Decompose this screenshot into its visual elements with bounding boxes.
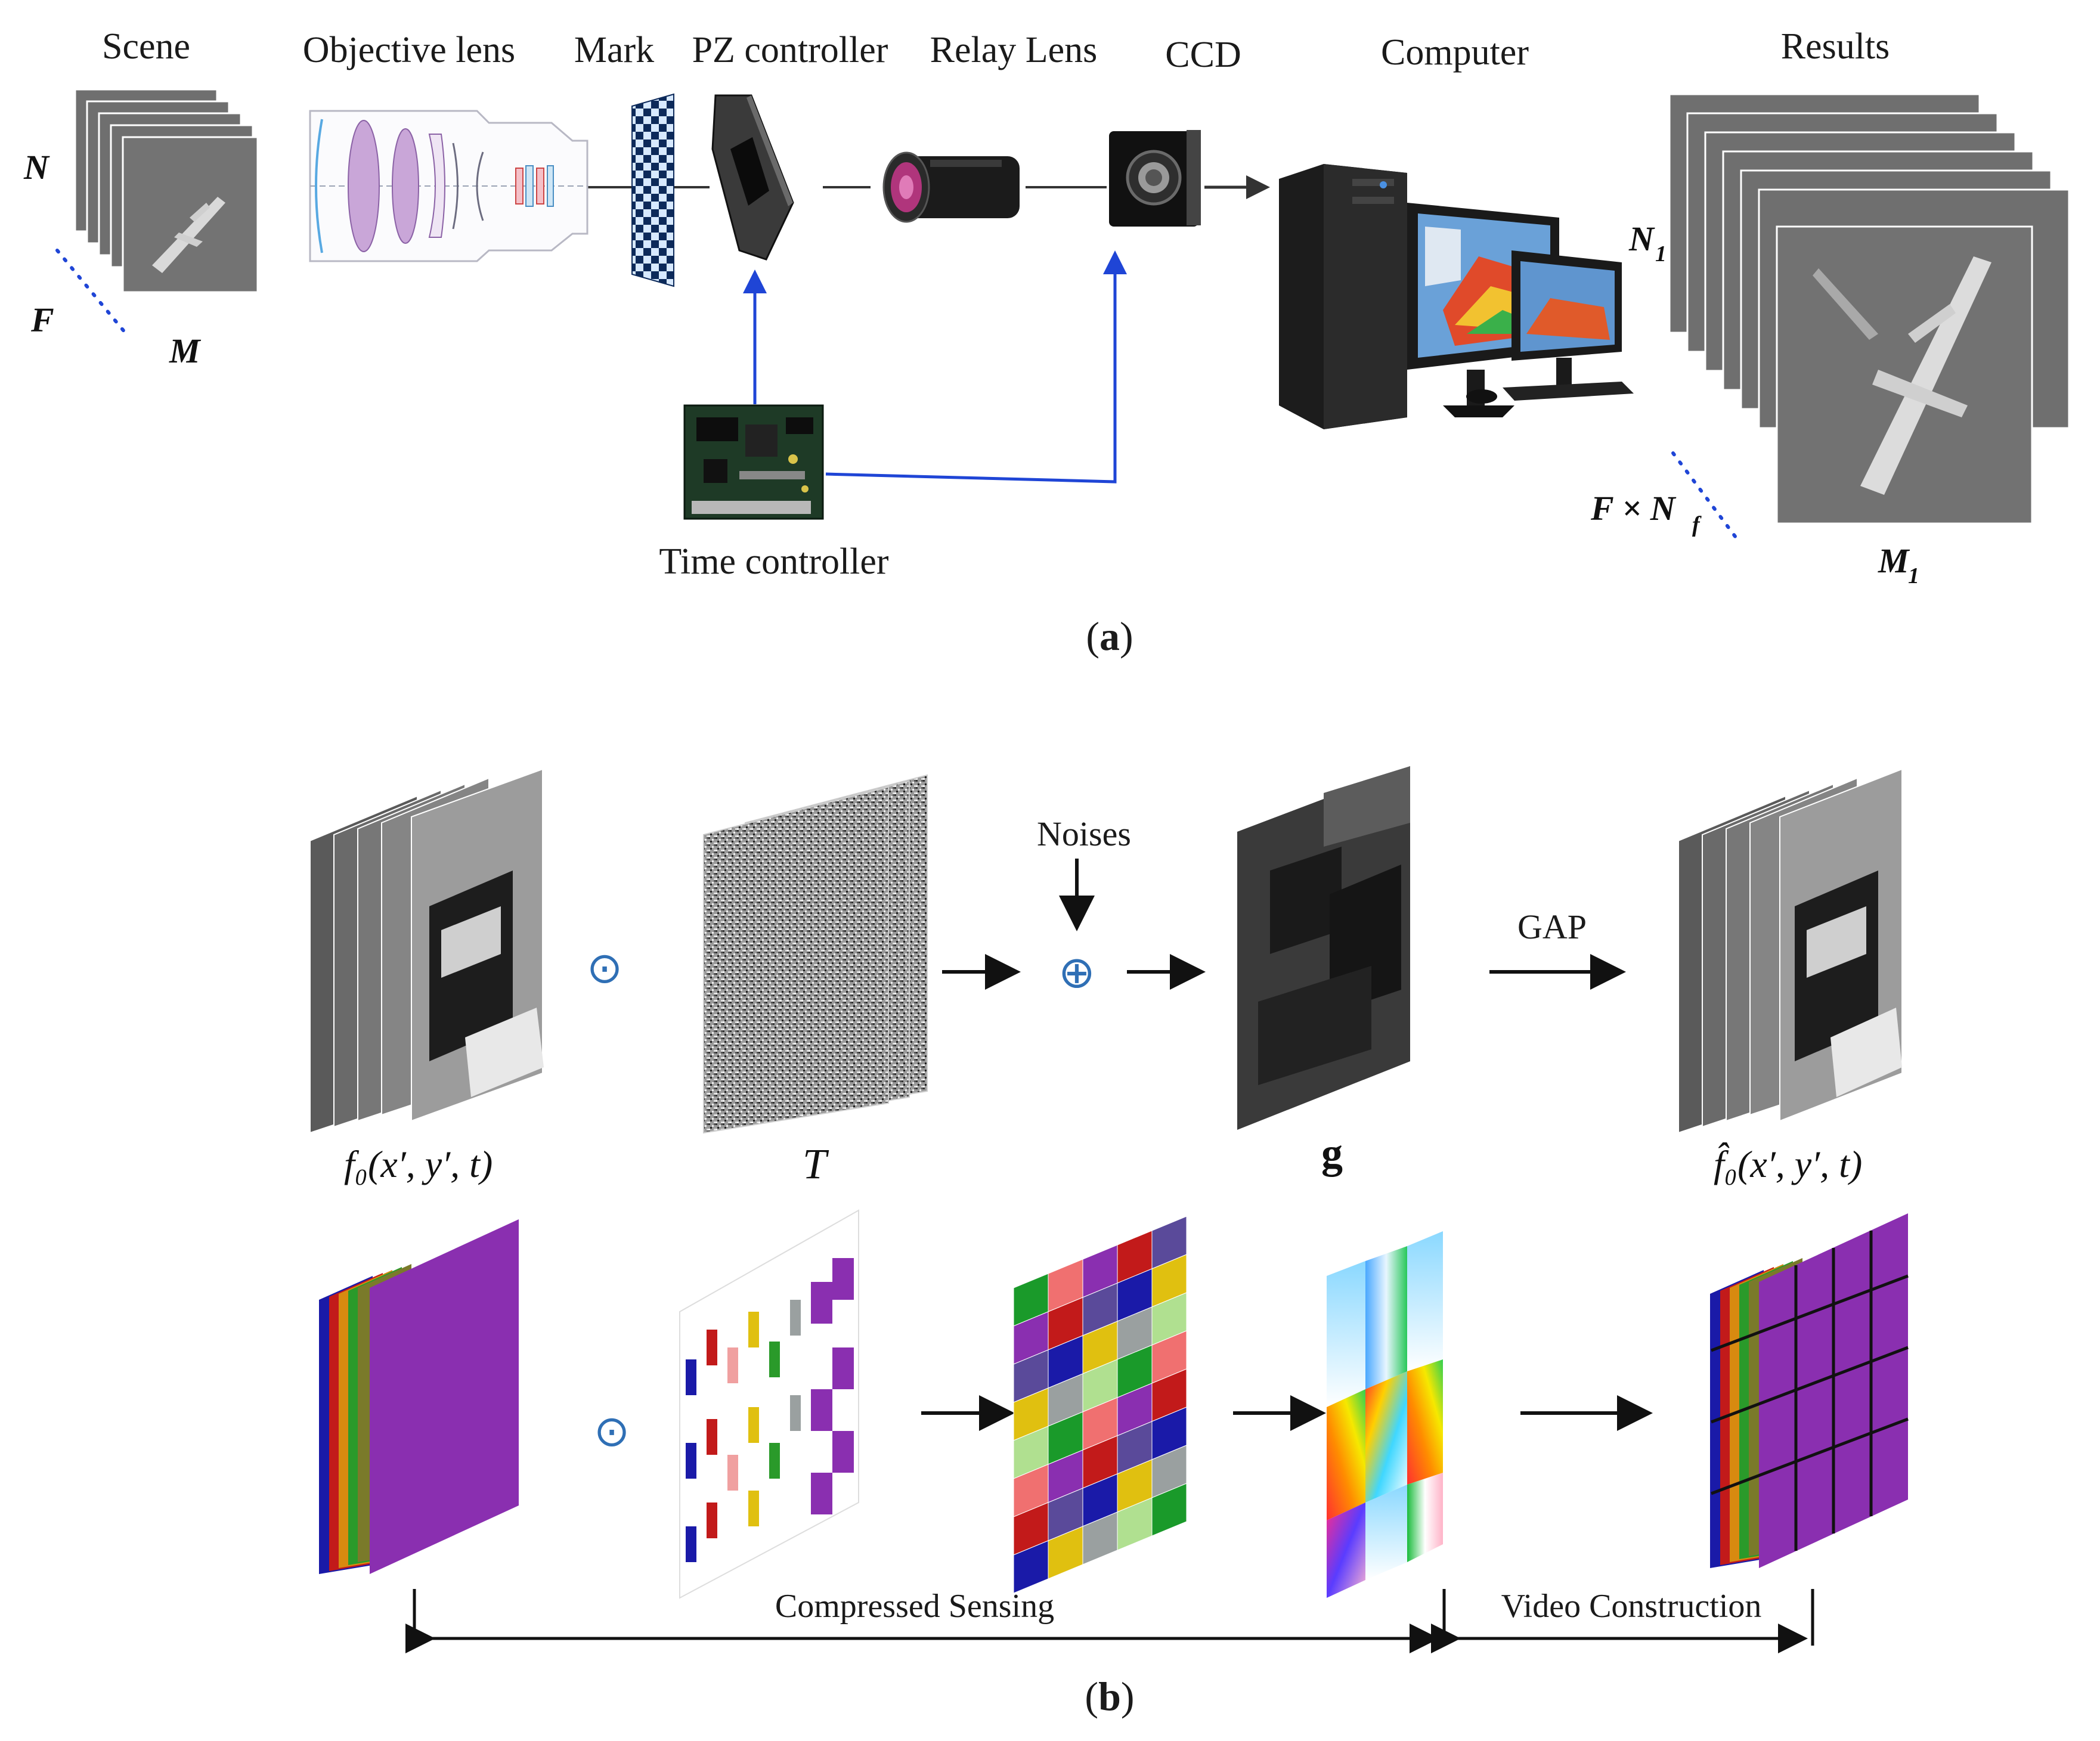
result-dim-f-sub: f (1692, 512, 1702, 537)
measurement-g (1237, 766, 1410, 1130)
coded-color-patches (1013, 1216, 1187, 1594)
gradient-measurement (1327, 1231, 1443, 1598)
control-line-to-ccd (825, 250, 1127, 484)
computer-icon (1279, 164, 1634, 429)
label-noises: Noises (1037, 814, 1131, 853)
ccd-camera-icon (1109, 130, 1201, 227)
label-video-construction: Video Construction (1501, 1588, 1762, 1625)
airplane-icon (152, 197, 225, 273)
results-frame-stack (1668, 93, 2070, 525)
label-pz-controller: PZ controller (692, 30, 888, 70)
scene-dim-n: N (23, 148, 50, 187)
hadamard-operator-1: ⊙ (587, 943, 622, 993)
result-dim-m: M (1878, 541, 1910, 580)
label-gap: GAP (1517, 907, 1587, 946)
label-objective-lens: Objective lens (303, 30, 515, 70)
result-dim-m-sub: 1 (1908, 563, 1919, 588)
result-dim-n: N (1628, 219, 1655, 258)
panel-b-caption: (b) (1085, 1674, 1134, 1719)
plus-operator: ⊕ (1058, 947, 1095, 998)
label-f0: f₀(x′, y′, t) (344, 1143, 493, 1185)
coded-patch (1151, 1483, 1187, 1536)
scene-dim-m: M (169, 332, 202, 370)
colored-frame-stack (319, 1219, 519, 1574)
scene-frame-stack (74, 88, 259, 293)
coded-mask-t (703, 774, 928, 1134)
label-relay-lens: Relay Lens (930, 30, 1098, 70)
objective-lens-icon (309, 110, 589, 262)
label-t: T (803, 1140, 829, 1188)
label-computer: Computer (1381, 32, 1529, 73)
label-compressed-sensing: Compressed Sensing (775, 1588, 1054, 1625)
result-dim-f: F × N (1590, 489, 1677, 528)
hadamard-operator-2: ⊙ (594, 1406, 630, 1456)
result-depth-dots (1671, 451, 1739, 541)
result-dim-n-sub: 1 (1655, 241, 1667, 267)
reconstructed-frames (1678, 768, 1903, 1134)
label-scene: Scene (102, 26, 190, 67)
label-time-controller: Time controller (659, 541, 889, 582)
reconstructed-colored-stack (1710, 1213, 1909, 1568)
scene-depth-dots (55, 249, 127, 334)
label-mark: Mark (574, 30, 654, 70)
scene-dim-f: F (30, 301, 54, 339)
panel-a: Scene Objective lens Mark PZ controller … (23, 26, 2070, 659)
result-airplane-icon (1860, 256, 1991, 495)
video-frames-f0 (309, 768, 544, 1134)
label-ccd: CCD (1165, 35, 1241, 75)
relay-lens-icon (882, 151, 1020, 223)
pz-controller-icon (711, 94, 794, 261)
mark-mask-icon (631, 93, 674, 287)
label-results: Results (1781, 26, 1890, 67)
panel-a-caption: (a) (1086, 614, 1133, 659)
colored-binary-mask (679, 1209, 859, 1599)
label-g: g (1321, 1129, 1343, 1177)
label-f0-hat: f̂₀(x′, y′, t) (1714, 1142, 1862, 1185)
time-controller-board-icon (683, 404, 824, 520)
panel-b: f₀(x′, y′, t) ⊙ T Noises ⊕ g GAP (309, 766, 1909, 1719)
